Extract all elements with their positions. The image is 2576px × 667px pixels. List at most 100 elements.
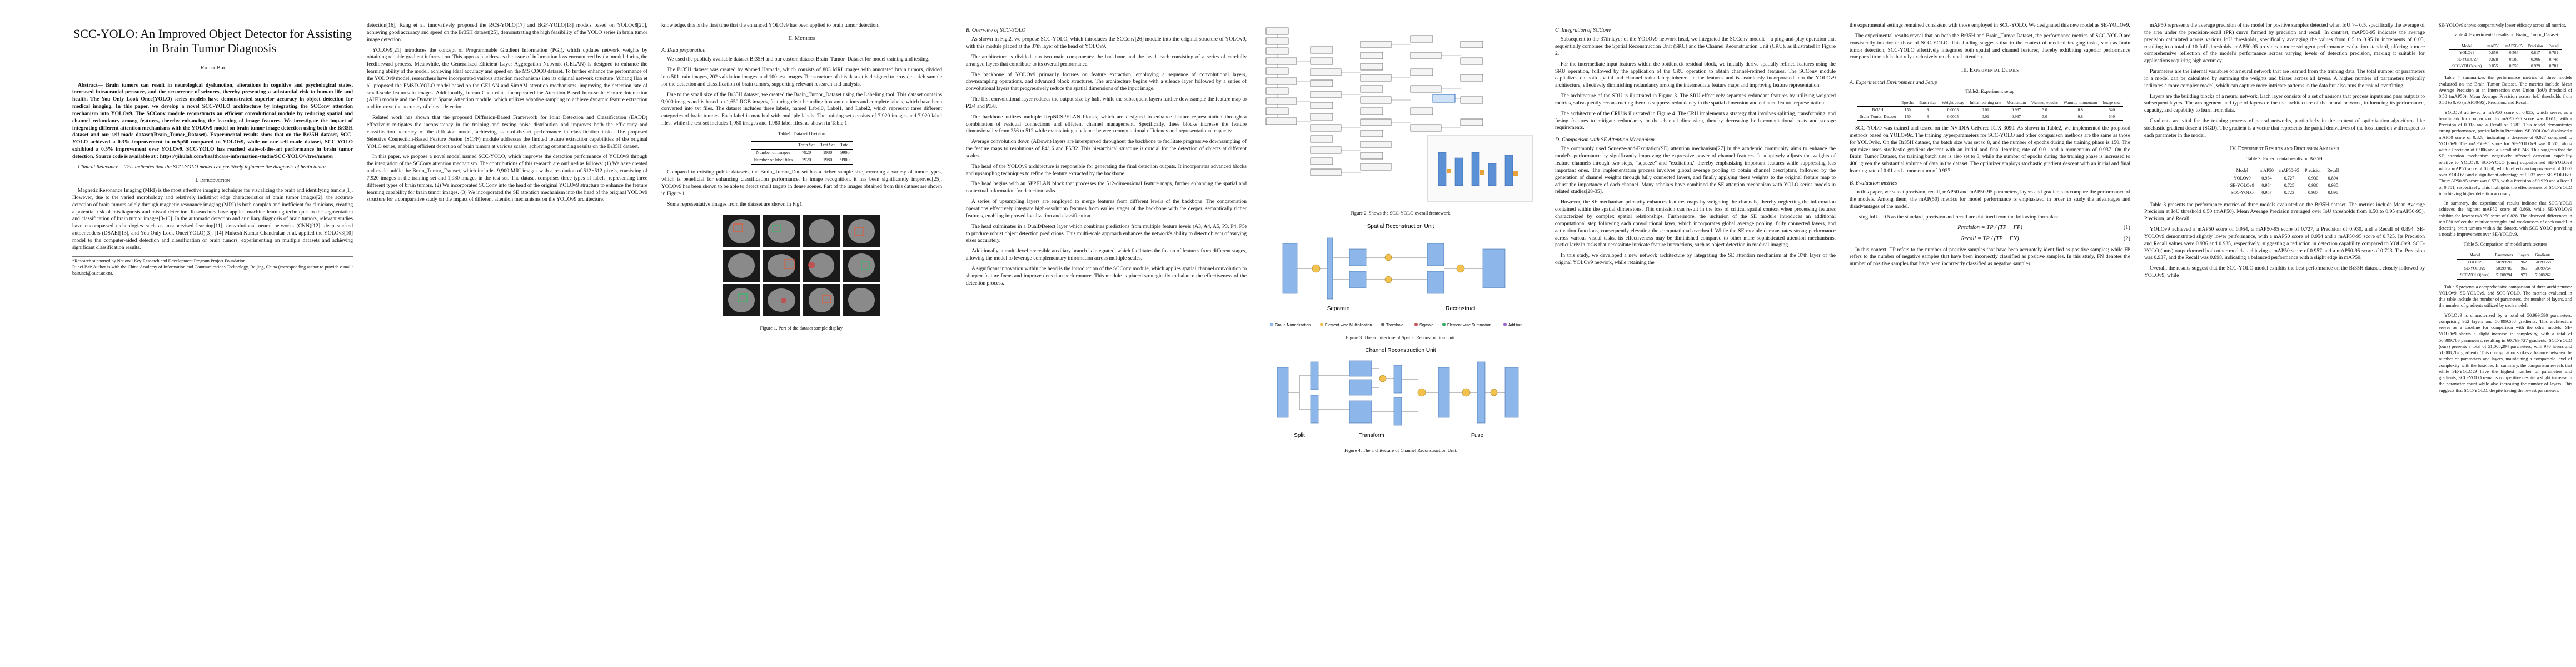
paragraph: Compared to existing public datasets, th… bbox=[661, 169, 942, 197]
paragraph: For the intermediate input features with… bbox=[1555, 61, 1836, 89]
paper-title: SCC-YOLO: An Improved Object Detector fo… bbox=[73, 27, 352, 56]
paragraph: We used the publicly available dataset B… bbox=[667, 56, 930, 63]
column-6: C. Integration of SCConv Subsequent to t… bbox=[1555, 22, 1836, 270]
column-1: SCC-YOLO: An Improved Object Detector fo… bbox=[72, 22, 353, 277]
paragraph: The architecture of the SRU is illustrat… bbox=[1555, 93, 1836, 106]
figure-3-caption: Figure 3. The architecture of Spatial Re… bbox=[1346, 334, 1456, 340]
legend-item: Addition bbox=[1508, 323, 1522, 327]
subsection-se-heading: D. Comparison with SE Attention Mechanis… bbox=[1555, 137, 1655, 143]
paragraph: The head culminates in a DualDDetect lay… bbox=[966, 223, 1247, 244]
paragraph: YOLOv9[21] introduces the concept of Pro… bbox=[367, 47, 647, 111]
paragraph: Overall, the results suggest that the SC… bbox=[2144, 265, 2425, 279]
sru-label-separate: Separate bbox=[1327, 306, 1350, 312]
paragraph: Table 5 presents a comprehensive compari… bbox=[2439, 284, 2572, 308]
paragraph: The architecture of the CRU is illustrat… bbox=[1555, 110, 1836, 131]
author-name: Runci Bai bbox=[200, 64, 225, 71]
legend-item: Element-wise Summation bbox=[1447, 323, 1491, 327]
paragraph: Some representative images from the data… bbox=[667, 201, 804, 207]
table-1-caption: Table1. Dataset Division bbox=[778, 130, 826, 136]
paragraph: the experimental settings remained consi… bbox=[1850, 22, 2130, 28]
legend-item: Sigmoid bbox=[1419, 323, 1433, 327]
paragraph: Parameters are the internal variables of… bbox=[2144, 68, 2425, 89]
column-9: SE-YOLOv9 shows comparatively lower effi… bbox=[2439, 22, 2572, 397]
paragraph: In this paper, we propose a novel model … bbox=[367, 153, 647, 203]
section-methods-heading: II. Methods bbox=[788, 35, 815, 42]
cru-title: Channel Reconstruction Unit bbox=[1365, 347, 1436, 354]
paragraph: The commonly used Squeeze-and-Excitation… bbox=[1555, 146, 1836, 195]
figure-3-sru-diagram: Spatial Reconstruction Unit Separate Rec… bbox=[1270, 223, 1522, 327]
paragraph: The head begins with an SPPELAN block th… bbox=[966, 181, 1247, 195]
column-4: B. Overview of SCC-YOLO As shown in Fig.… bbox=[966, 22, 1247, 290]
table-3-caption: Table 3. Experimental results on Br35H bbox=[2246, 156, 2323, 162]
paragraph: Gradients are vital for the training pro… bbox=[2144, 118, 2425, 138]
paragraph: Average convolution down (ADown) layers … bbox=[966, 138, 1247, 159]
paragraph: YOLOv9 is characterized by a total of 50… bbox=[2439, 312, 2572, 393]
figure-4-cru-diagram: Channel Reconstruction Unit Split Transf… bbox=[1277, 347, 1519, 439]
cru-label-fuse: Fuse bbox=[1471, 432, 1484, 439]
paragraph: The Br35H dataset was created by Ahmed H… bbox=[661, 67, 942, 87]
footnote-author: Runci Bai: Author is with the China Acad… bbox=[72, 264, 353, 276]
footnotes: *Research supported by National Key Rese… bbox=[72, 256, 353, 277]
paragraph: Related work has shown that the proposed… bbox=[367, 115, 647, 150]
table-4-caption: Table 4. Experimental results on Brain_T… bbox=[2452, 32, 2558, 38]
paragraph: The head of the YOLOv9 architecture is r… bbox=[966, 163, 1247, 177]
scconv-block bbox=[1432, 94, 1456, 103]
paragraph: Layers are the building blocks of a neur… bbox=[2144, 93, 2425, 114]
paragraph: The architecture is divided into two mai… bbox=[966, 53, 1247, 67]
subsection-metrics-heading: B. Evaluation metrics bbox=[1850, 180, 1897, 186]
section-experimental-heading: III. Experimental Details bbox=[1961, 67, 2019, 74]
paragraph: In this context, TP refers to the number… bbox=[1850, 246, 2130, 267]
figure-4-caption: Figure 4. The architecture of Channel Re… bbox=[1344, 447, 1457, 454]
column-8: mAP50 represents the average precision o… bbox=[2144, 22, 2425, 283]
paragraph: Due to the small size of the Br35H datas… bbox=[661, 91, 942, 127]
paragraph: Table 4 summarizes the performance metri… bbox=[2439, 75, 2572, 106]
cru-label-transform: Transform bbox=[1359, 432, 1384, 439]
subsection-overview-heading: B. Overview of SCC-YOLO bbox=[966, 27, 1026, 33]
paragraph: In summary, the experimental results ind… bbox=[2439, 201, 2572, 237]
figure-1-caption: Figure 1. Part of the dataset sample dis… bbox=[760, 325, 844, 331]
sru-title: Spatial Reconstruction Unit bbox=[1367, 223, 1434, 230]
paragraph: YOLOv9 achieved a mAP50 score of 0.855, … bbox=[2439, 109, 2572, 196]
paragraph: A significant innovation within the head… bbox=[966, 265, 1247, 286]
figure-1-mri-samples bbox=[723, 215, 880, 316]
paragraph: The experimental results reveal that on … bbox=[1850, 32, 2130, 61]
column-5-figures: Figure 2. Shows the SCC-YOLO overall fra… bbox=[1260, 22, 1541, 459]
paragraph: In this study, we developed a new networ… bbox=[1555, 252, 1836, 266]
figure-2-caption: Figure 2. Shows the SCC-YOLO overall fra… bbox=[1350, 210, 1452, 216]
paragraph: The first convolutional layer reduces th… bbox=[966, 96, 1247, 109]
footnote-funding: *Research supported by National Key Rese… bbox=[72, 258, 247, 263]
table-2-caption: Table2. Experiment setup bbox=[1965, 88, 2015, 94]
clinical-relevance: Clinical Relevance— This indicates that … bbox=[78, 163, 327, 170]
equation-precision: Precision = TP / (TP + FP)(1) bbox=[1957, 225, 2130, 231]
paragraph: Using IoU = 0.5 as the standard, precisi… bbox=[1855, 213, 2059, 220]
subsection-data-heading: A. Data preparation bbox=[661, 47, 706, 54]
table-5-caption: Table 5. Comparison of model architectur… bbox=[2463, 241, 2548, 247]
paragraph: Table 3 presents the performance metrics… bbox=[2144, 201, 2425, 222]
paragraph: The backbone utilizes multiple RepNCSPEL… bbox=[966, 113, 1247, 135]
column-2: detection[16], Kang et al. innovatively … bbox=[367, 22, 647, 207]
paragraph: Subsequent to the 37th layer of the YOLO… bbox=[1555, 36, 1836, 57]
legend-item: Threshold bbox=[1386, 323, 1403, 327]
subsection-environment-heading: A. Experimental Environment and Setup bbox=[1850, 79, 1937, 86]
